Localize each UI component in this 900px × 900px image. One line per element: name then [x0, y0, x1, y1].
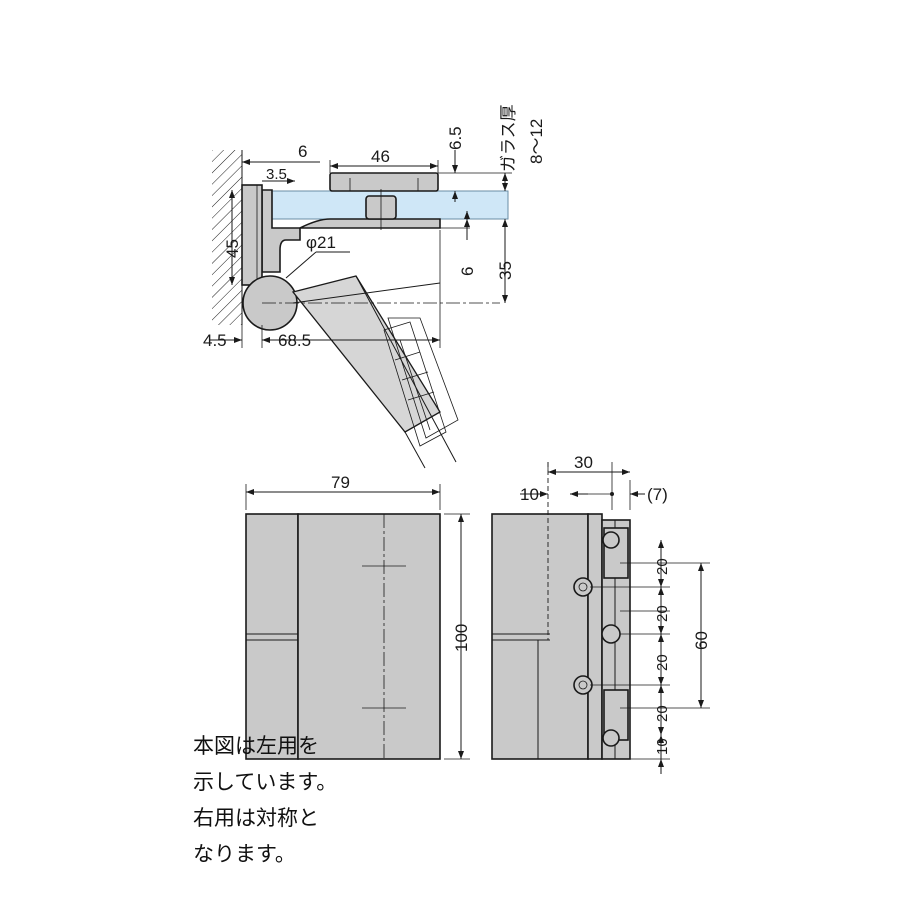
side-pitch-3: 20 [654, 654, 671, 671]
side-clamp-plate [587, 513, 603, 760]
side-pitch-4: 20 [654, 705, 671, 722]
hinge-arm [261, 189, 301, 273]
top-view: 6 3.5 46 6.5 6 35 ガラス厚 8〜12 45 φ21 4.5 6… [203, 104, 546, 469]
side-pitch-2: 20 [654, 605, 671, 622]
front-dim-height: 100 [452, 624, 471, 652]
clamp-top-plate [329, 172, 439, 192]
glass-thickness-label: ガラス厚 [499, 104, 518, 172]
side-dim-7: (7) [647, 485, 668, 504]
side-dim-60: 60 [692, 631, 711, 650]
orientation-note: 本図は左用を 示しています。 右用は対称と なります。 [193, 728, 393, 872]
wall-plate [241, 184, 263, 286]
dim-3-5: 3.5 [266, 166, 287, 183]
clamp-bottom-plate [299, 218, 441, 229]
side-body [491, 513, 589, 760]
wall-hatch [212, 150, 242, 325]
dim-4-5: 4.5 [203, 331, 227, 350]
dim-45: 45 [223, 239, 242, 258]
screw-column [573, 527, 629, 747]
note-line-4: なります。 [193, 842, 296, 866]
dim-6-5: 6.5 [446, 126, 465, 150]
side-dim-10: 10 [520, 485, 539, 504]
front-body-main [297, 513, 441, 760]
note-line-3: 右用は対称と [193, 806, 319, 830]
glass-thickness-range: 8〜12 [527, 119, 546, 164]
front-dim-width: 79 [331, 473, 350, 492]
dim-6-b: 6 [458, 267, 477, 276]
dim-phi21: φ21 [306, 233, 336, 252]
note-line-2: 示しています。 [193, 770, 338, 794]
dim-6: 6 [298, 142, 307, 161]
dim-35: 35 [496, 261, 515, 280]
side-pitch-5: 10 [654, 738, 671, 755]
side-view: 30 10 (7) 20 20 20 20 10 60 [491, 453, 711, 774]
note-line-1: 本図は左用を [193, 734, 319, 758]
front-body-left [245, 513, 299, 760]
side-dim-30: 30 [574, 453, 593, 472]
dim-46: 46 [371, 147, 390, 166]
front-view: 79 100 [245, 473, 471, 760]
door-open-position [291, 275, 459, 469]
side-pitch-1: 20 [654, 558, 671, 575]
dim-68-5: 68.5 [278, 331, 311, 350]
